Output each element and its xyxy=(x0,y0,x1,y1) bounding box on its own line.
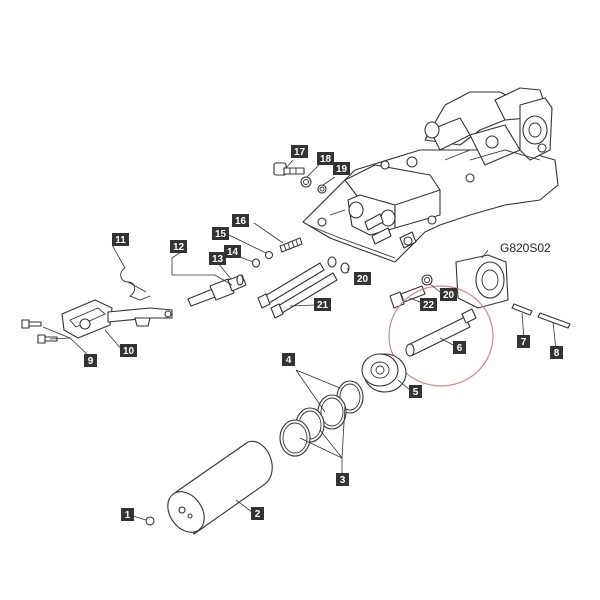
callout-5: 5 xyxy=(409,385,422,398)
part-6-sleeve xyxy=(455,254,509,309)
callout-15: 15 xyxy=(212,227,229,240)
part-6-piston-rod xyxy=(405,308,477,357)
callout-2: 2 xyxy=(251,507,264,520)
hydraulic-lift-housing xyxy=(302,87,559,263)
callout-20-b: 20 xyxy=(440,288,457,301)
callout-22-label: 22 xyxy=(423,300,435,311)
callout-14: 14 xyxy=(224,245,241,258)
callout-7-label: 7 xyxy=(521,337,527,348)
callout-3-label: 3 xyxy=(340,475,346,486)
callout-20-b-label: 20 xyxy=(443,290,455,301)
callout-16-label: 16 xyxy=(235,216,247,227)
part-1-o-ring xyxy=(145,516,155,526)
drawing-code: G820S02 xyxy=(500,241,551,255)
callout-13-label: 13 xyxy=(212,254,224,265)
callout-17: 17 xyxy=(291,145,308,158)
callout-13: 13 xyxy=(209,252,226,265)
callout-2-label: 2 xyxy=(255,509,261,520)
callout-17-label: 17 xyxy=(294,147,306,158)
part-17-banjo-screw xyxy=(273,162,305,176)
callout-19-label: 19 xyxy=(336,164,348,175)
callout-20-a: 20 xyxy=(354,272,371,285)
part-14-washer xyxy=(251,258,261,268)
callout-6-label: 6 xyxy=(457,343,463,354)
callout-9: 9 xyxy=(84,354,97,367)
callout-6: 6 xyxy=(453,341,466,354)
callout-10: 10 xyxy=(120,344,137,357)
part-19-seal-ring xyxy=(317,184,327,194)
part-16-spring xyxy=(279,237,303,253)
callout-22: 22 xyxy=(420,298,437,311)
callout-8-label: 8 xyxy=(554,348,560,359)
part-9-screws xyxy=(21,319,58,344)
callout-4: 4 xyxy=(282,353,295,366)
highlight-circle xyxy=(388,285,494,387)
callout-8: 8 xyxy=(550,346,563,359)
callout-12-label: 12 xyxy=(173,242,185,253)
part-3-seal-rings xyxy=(279,394,347,457)
callout-12: 12 xyxy=(170,240,187,253)
part-10-lever-assembly xyxy=(61,299,173,339)
callout-9-label: 9 xyxy=(88,356,94,367)
part-2-cylinder xyxy=(167,440,273,535)
part-13-valve xyxy=(187,274,247,307)
callout-1-label: 1 xyxy=(125,510,131,521)
callout-16: 16 xyxy=(232,214,249,227)
callout-18-label: 18 xyxy=(320,154,332,165)
callout-15-label: 15 xyxy=(215,229,227,240)
part-20-washer-b xyxy=(421,274,433,286)
callout-19: 19 xyxy=(333,162,350,175)
part-20-washer-a xyxy=(327,256,350,274)
part-11-spring-clip xyxy=(120,267,151,301)
callout-11: 11 xyxy=(112,233,129,246)
part-7-pin xyxy=(511,303,533,316)
callout-18: 18 xyxy=(317,152,334,165)
part-5-piston xyxy=(361,353,407,393)
callout-7: 7 xyxy=(517,335,530,348)
callout-20-a-label: 20 xyxy=(357,274,369,285)
callout-21-label: 21 xyxy=(317,300,329,311)
callout-11-label: 11 xyxy=(115,235,126,246)
part-8-pin xyxy=(537,312,571,329)
callout-1: 1 xyxy=(121,508,134,521)
callout-4-label: 4 xyxy=(286,355,292,366)
part-21-long-bolts xyxy=(257,262,338,319)
part-15-ball xyxy=(264,250,274,260)
callout-14-label: 14 xyxy=(227,247,239,258)
leader-lines xyxy=(42,159,557,521)
callout-21: 21 xyxy=(314,298,331,311)
callout-3: 3 xyxy=(336,473,349,486)
callout-10-label: 10 xyxy=(123,346,135,357)
callout-5-label: 5 xyxy=(413,387,419,398)
part-18-washer xyxy=(300,176,312,188)
